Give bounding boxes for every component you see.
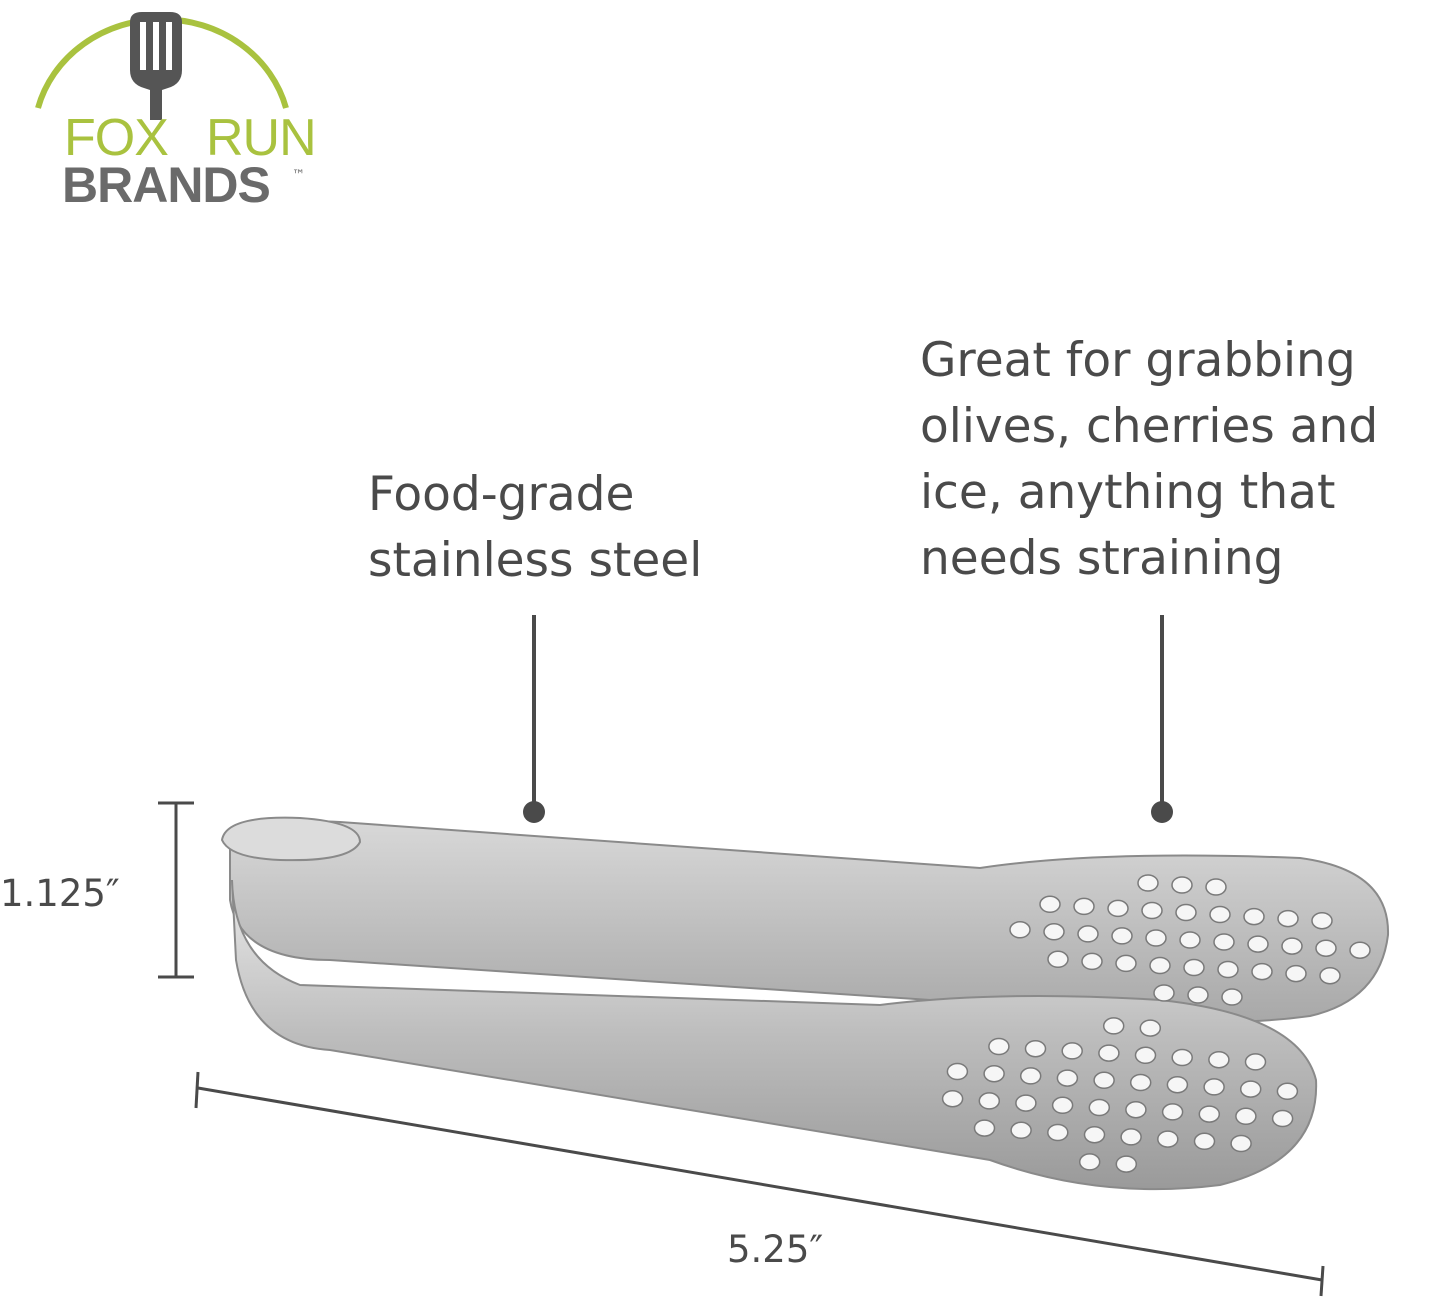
callout-stainless-steel: Food-grade stainless steel [368,467,703,588]
strainer-hole [1149,956,1171,975]
strainer-hole [1271,1109,1294,1128]
length-dimension-label: 5.25″ [727,1228,824,1271]
strainer-hole [988,1037,1010,1056]
strainer-hole [1217,960,1239,979]
strainer-hole [1235,1107,1257,1126]
strainer-hole [1081,952,1103,971]
strainer-hole [1009,921,1031,939]
strainer-hole [1047,1123,1069,1142]
strainer-hole [1134,1046,1157,1065]
strainer-hole [1145,929,1167,947]
spatula-icon [130,12,182,120]
strainer-hole [1019,1067,1042,1085]
strainer-hole [1285,964,1307,983]
strainer-hole [1098,1044,1120,1062]
strainer-hole [1244,1053,1267,1071]
strainer-holes-back [1009,874,1371,1006]
strainer-hole [978,1092,1001,1110]
strainer-hole [1276,1082,1299,1101]
strainer-hole [1077,925,1099,943]
strainer-hole [1203,1078,1225,1096]
strainer-hole [1171,1048,1193,1067]
strainer-hole [1277,909,1299,928]
strainer-hole [1166,1075,1189,1094]
logo-arc-and-spatula [35,12,289,120]
strainer-hole [1247,935,1269,953]
strainer-hole [1083,1125,1106,1144]
strainer-hole [1024,1039,1047,1058]
strainer-hole [1171,876,1193,894]
strainer-hole [1198,1105,1221,1123]
tongs-hinge [220,816,362,862]
strainer-hole [1251,962,1273,981]
strainer-hole [973,1119,996,1137]
logo-word-brands: BRANDS [62,157,271,213]
strainer-hole [1115,954,1137,973]
strainer-hole [1061,1042,1083,1060]
callout-line-grab [1151,615,1173,823]
strainer-hole [1315,939,1337,957]
strainer-hole [1088,1098,1111,1117]
strainer-hole [1093,1071,1115,1090]
strainer-hole [1157,1130,1179,1148]
brand-logo: FOX RUN BRANDS ™ [30,0,320,220]
strainer-hole [1319,966,1341,985]
strainer-hole [1015,1094,1037,1112]
strainer-hole [1139,1019,1162,1037]
strainer-hole [1141,901,1163,920]
strainer-hole [1115,1155,1138,1173]
strainer-hole [1208,1050,1230,1069]
strainer-hole [1111,927,1133,945]
strainer-hole [1349,941,1371,959]
height-dimension-label: 1.125″ [0,872,120,915]
strainer-hole [1281,937,1303,955]
strainer-hole [1137,874,1159,892]
callout-grabbing-uses: Great for grabbing olives, cherries and … [920,333,1379,586]
strainer-hole [1239,1080,1262,1098]
strainer-hole [1209,905,1231,924]
length-dimension-marker [194,1071,1325,1297]
strainer-hole [1230,1134,1252,1153]
strainer-hole [1187,986,1209,1004]
strainer-hole [1047,950,1069,969]
strainer-hole [1010,1121,1032,1140]
strainer-hole [941,1089,964,1108]
strainer-hole [1213,933,1235,951]
strainer-holes-front [941,1017,1299,1173]
strainer-hole [1073,897,1095,916]
strainer-hole [1205,878,1227,896]
strainer-hole [1056,1069,1079,1087]
logo-word-run: RUN [206,109,317,167]
strainer-hole [1311,911,1333,930]
strainer-hole [1120,1128,1142,1146]
strainer-hole [1193,1132,1216,1151]
tongs-front-arm [231,879,1318,1191]
strainer-hole [1102,1017,1125,1035]
strainer-hole [1078,1153,1101,1171]
strainer-hole [946,1062,969,1081]
strainer-hole [1129,1073,1152,1092]
strainer-tongs-image [220,816,1390,1191]
trademark-symbol: ™ [292,168,305,183]
strainer-hole [1179,931,1201,949]
strainer-hole [1161,1103,1184,1121]
logo-word-fox: FOX [64,109,169,167]
strainer-hole [1243,907,1265,926]
strainer-hole [1039,895,1061,914]
strainer-hole [1125,1100,1147,1119]
strainer-hole [1051,1096,1074,1115]
strainer-hole [1221,988,1243,1006]
strainer-hole [1153,984,1175,1002]
strainer-hole [983,1064,1005,1083]
strainer-hole [1175,903,1197,922]
strainer-hole [1107,899,1129,918]
strainer-hole [1183,958,1205,977]
strainer-hole [1043,923,1065,941]
callout-line-steel [523,615,545,823]
height-dimension-marker [158,801,194,979]
